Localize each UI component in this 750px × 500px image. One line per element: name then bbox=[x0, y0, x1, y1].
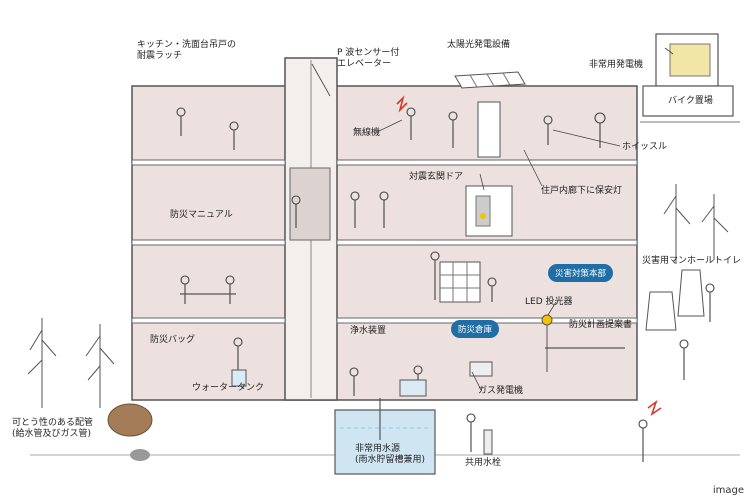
label-elevator: P 波センサー付 エレベーター bbox=[337, 48, 399, 70]
label-disaster-toilet: 災害用マンホールトイレ bbox=[642, 256, 742, 266]
pipe-joint bbox=[130, 449, 150, 461]
warehouse-shelf bbox=[439, 261, 481, 303]
label-kitchen-latch: キッチン・洗面台吊戸の 耐震ラッチ bbox=[137, 40, 236, 62]
label-led-projector: LED 投光器 bbox=[525, 297, 573, 307]
label-flexible-pipe: 可とう性のある配管 (給水管及びガス管) bbox=[12, 418, 93, 440]
label-water-tank: ウォータータンク bbox=[192, 383, 265, 393]
label-elevator-line1: P 波センサー付 bbox=[337, 48, 400, 58]
label-bag: 防災バッグ bbox=[150, 335, 196, 345]
label-security-light: 住戸内廊下に保安灯 bbox=[541, 186, 623, 196]
flexible-pipe-icon bbox=[107, 403, 153, 437]
label-radio: 無線機 bbox=[353, 128, 381, 138]
label-solar: 太陽光発電設備 bbox=[447, 40, 511, 50]
leader-lines bbox=[311, 47, 674, 391]
label-hydrant: 共用水栓 bbox=[465, 458, 502, 468]
label-quake-door: 対震玄関ドア bbox=[409, 172, 464, 182]
image-tag: image bbox=[712, 485, 744, 496]
badge-warehouse: 防災倉庫 bbox=[451, 320, 500, 338]
security-lamp-icon bbox=[480, 213, 486, 219]
led-projector bbox=[541, 314, 553, 372]
label-emergency-water-line2: (雨水貯留槽兼用) bbox=[355, 455, 426, 465]
label-proposal: 防災計画提案書 bbox=[569, 320, 633, 330]
label-generator: 非常用発電機 bbox=[589, 60, 644, 70]
entrance-door-upper bbox=[477, 101, 501, 158]
label-bike-parking: バイク置場 bbox=[668, 96, 713, 106]
door-panel bbox=[475, 195, 491, 227]
label-gas-generator: ガス発電機 bbox=[478, 386, 524, 396]
manhole-toilet bbox=[645, 269, 705, 331]
label-water-purifier: 浄水装置 bbox=[350, 326, 387, 336]
label-kitchen-latch-line1: キッチン・洗面台吊戸の bbox=[137, 40, 237, 50]
solar-panel bbox=[454, 71, 526, 89]
emergency-water-tank bbox=[334, 398, 436, 475]
water-purifier bbox=[399, 379, 427, 397]
label-elevator-line2: エレベーター bbox=[337, 59, 392, 69]
label-kitchen-latch-line2: 耐震ラッチ bbox=[137, 51, 183, 61]
badge-hq: 災害対策本部 bbox=[548, 264, 614, 282]
people-figures bbox=[176, 107, 715, 462]
label-flexible-pipe-line1: 可とう性のある配管 bbox=[12, 418, 94, 428]
water-tank-item bbox=[231, 369, 247, 387]
signal-icon bbox=[396, 95, 408, 113]
trees bbox=[27, 184, 729, 408]
label-emergency-water: 非常用水源 (雨水貯留槽兼用) bbox=[355, 444, 425, 466]
generator-shed bbox=[640, 33, 740, 123]
label-flexible-pipe-line2: (給水管及びガス管) bbox=[12, 429, 92, 439]
gas-generator bbox=[469, 361, 493, 377]
label-emergency-water-line1: 非常用水源 bbox=[355, 444, 401, 454]
signal-icon-outside bbox=[647, 399, 662, 416]
label-manual: 防災マニュアル bbox=[170, 210, 233, 220]
hydrant bbox=[483, 429, 493, 455]
label-whistle: ホイッスル bbox=[622, 142, 668, 152]
